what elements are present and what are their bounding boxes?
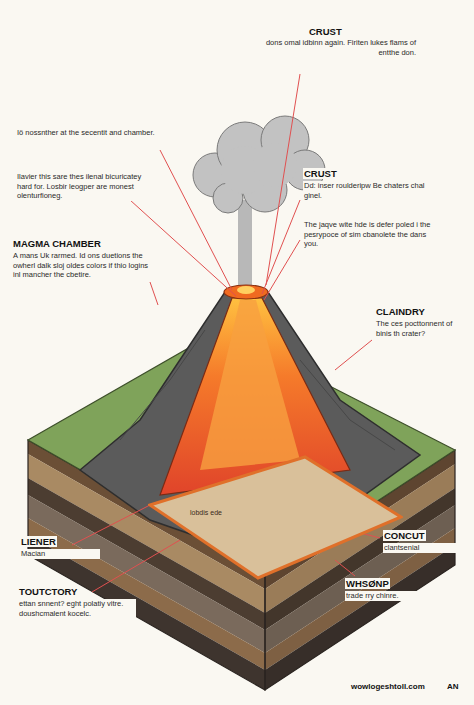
callout-note: Iö nossnther at the secentit and chamber…	[16, 128, 156, 138]
callout-note: Macian	[20, 549, 100, 559]
callout-note: Dd: inser roulderipw Be chaters chal gin…	[303, 181, 428, 200]
part-heading: CRUST	[303, 168, 338, 179]
callout-note: ettan snnent? eght polatiy vitre. doushc…	[18, 599, 136, 618]
callout-note: dons omal idbinn again. Firiten lukes fl…	[262, 38, 417, 57]
part-heading: CLAINDRY	[375, 306, 426, 317]
part-heading: CRUST	[308, 26, 343, 37]
callout-note: Ilavier this sare thes ilenal bicuricate…	[16, 172, 146, 201]
part-heading: MAGMA CHAMBER	[12, 238, 102, 249]
callout-note: trade rry chinre.	[345, 591, 455, 601]
smoke-column	[238, 200, 252, 288]
part-heading: LIENER	[20, 536, 57, 547]
chamber-box: lobdis ede	[148, 455, 403, 580]
callout-note: A mans Uk rarmed. Id ons duetions the ow…	[12, 251, 157, 280]
magma-cutaway	[160, 298, 350, 495]
part-heading: CONCUT	[383, 530, 426, 541]
chamber-outline	[148, 455, 403, 580]
callout-note: clantsenial	[383, 543, 463, 553]
magma-core	[200, 300, 300, 470]
footer-text: wowlogeshtoll.com	[350, 682, 426, 692]
callout-note: The ces pocttonnent of binis th crater?	[375, 319, 467, 338]
part-heading: WHSØNP	[345, 578, 390, 589]
callout-note: The jaqve wite hde is defer poled i the …	[303, 220, 443, 249]
smoke-fill	[221, 143, 297, 194]
chamber-label: lobdis ede	[190, 509, 222, 517]
footer-text: AN	[446, 682, 460, 692]
chamber-shape	[150, 457, 401, 578]
strata-band	[265, 545, 455, 690]
crater-glow	[237, 286, 255, 294]
part-heading: TOUTCTORY	[18, 586, 78, 597]
